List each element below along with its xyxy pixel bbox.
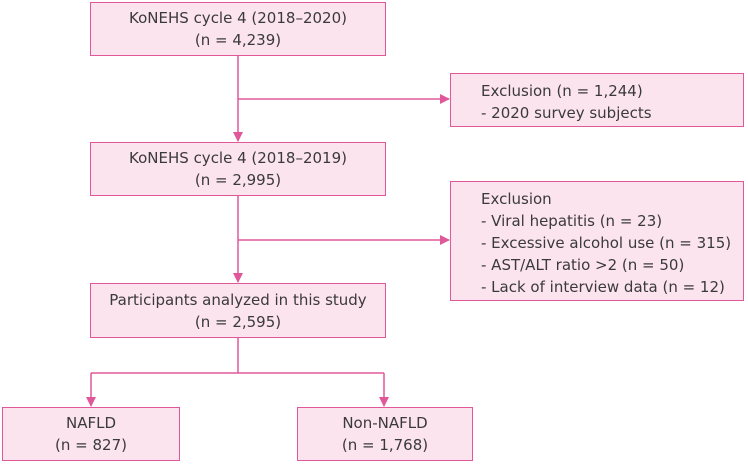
box-count: (n = 827) [55, 436, 127, 454]
box-konehs-cycle4-2018-2019: KoNEHS cycle 4 (2018–2019) (n = 2,995) [90, 142, 386, 196]
box-title: Non-NAFLD [342, 414, 428, 432]
exclusion-item: - Excessive alcohol use (n = 315) [481, 234, 732, 252]
box-konehs-cycle4-2018-2020: KoNEHS cycle 4 (2018–2020) (n = 4,239) [90, 2, 386, 56]
box-title: Participants analyzed in this study [109, 290, 367, 309]
box-non-nafld: Non-NAFLD (n = 1,768) [297, 407, 473, 461]
box-title: KoNEHS cycle 4 (2018–2020) [129, 9, 347, 27]
box-exclusion-1: Exclusion (n = 1,244) - 2020 survey subj… [450, 73, 744, 127]
exclusion-title: Exclusion [481, 190, 552, 208]
exclusion-item: - Viral hepatitis (n = 23) [481, 212, 663, 230]
box-title: NAFLD [65, 414, 117, 432]
box-count: (n = 2,595) [194, 312, 282, 331]
box-count: (n = 4,239) [194, 31, 282, 49]
exclusion-item: - Lack of interview data (n = 12) [481, 278, 725, 296]
exclusion-item: - 2020 survey subjects [481, 104, 652, 122]
box-count: (n = 1,768) [341, 436, 429, 454]
box-participants-analyzed: Participants analyzed in this study (n =… [90, 283, 386, 338]
box-title: KoNEHS cycle 4 (2018–2019) [129, 149, 347, 167]
box-exclusion-2: Exclusion - Viral hepatitis (n = 23) - E… [450, 181, 744, 301]
exclusion-title: Exclusion (n = 1,244) [481, 82, 643, 100]
exclusion-item: - AST/ALT ratio >2 (n = 50) [481, 256, 685, 274]
box-nafld: NAFLD (n = 827) [2, 407, 180, 461]
box-count: (n = 2,995) [194, 171, 282, 189]
